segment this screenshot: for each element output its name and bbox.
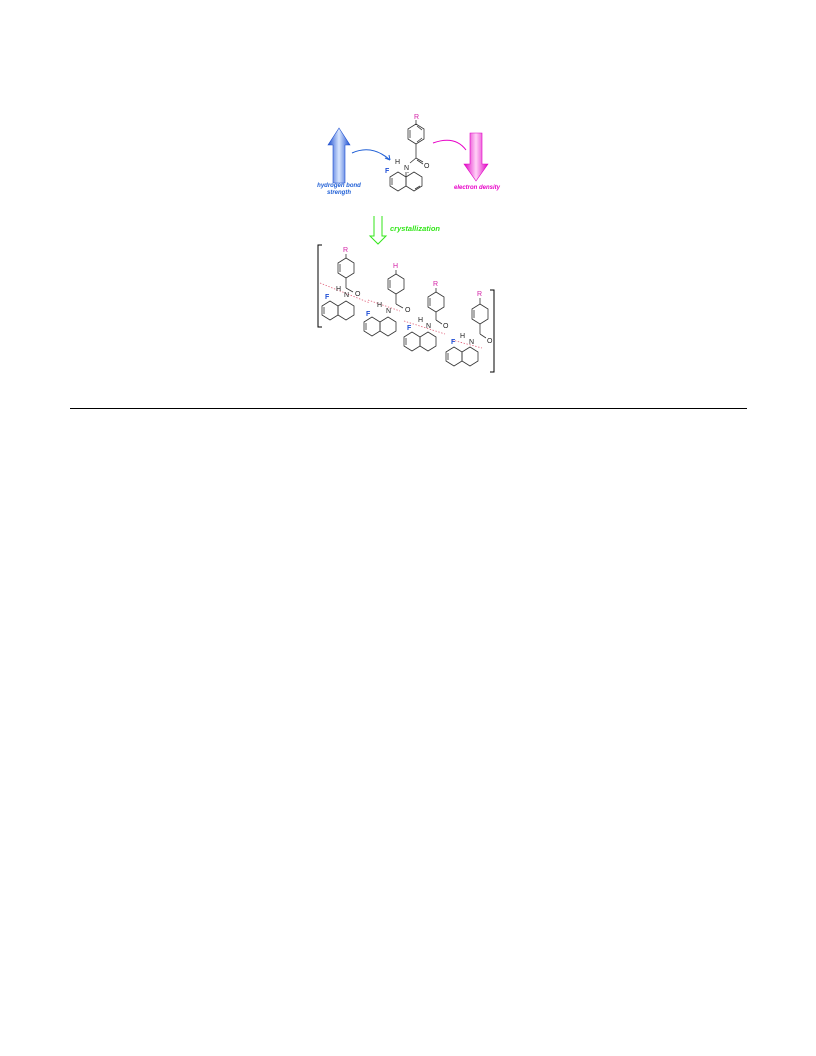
crystallization-arrow xyxy=(368,216,388,245)
svg-text:R: R xyxy=(477,291,482,298)
molecule-unit-2: H O N H F xyxy=(363,263,411,337)
svg-text:R: R xyxy=(433,281,438,288)
svg-text:N: N xyxy=(386,308,391,315)
svg-text:O: O xyxy=(424,163,430,170)
density-curve-arrow xyxy=(432,139,467,151)
svg-text:O: O xyxy=(355,291,361,298)
svg-text:H: H xyxy=(418,317,423,324)
right-bracket xyxy=(490,289,495,373)
svg-text:H: H xyxy=(377,302,382,309)
electron-density-arrow xyxy=(463,132,489,182)
figure-canvas: hydrogen bond strength electron density … xyxy=(317,114,501,373)
svg-text:H: H xyxy=(460,333,465,340)
svg-text:N: N xyxy=(469,339,474,346)
svg-text:F: F xyxy=(325,294,330,301)
horizontal-rule xyxy=(70,408,747,409)
svg-text:O: O xyxy=(405,307,411,314)
hbond-strength-arrow xyxy=(327,127,351,184)
svg-text:F: F xyxy=(385,168,390,175)
svg-text:O: O xyxy=(443,323,449,330)
molecule-unit-3: R O N H F xyxy=(403,281,449,352)
hbond-curve-arrow xyxy=(351,149,391,161)
molecule-unit-1: R O N H F xyxy=(321,247,361,321)
density-label: electron density xyxy=(454,185,501,191)
svg-text:N: N xyxy=(404,165,409,172)
svg-text:H: H xyxy=(336,286,341,293)
svg-text:F: F xyxy=(451,339,456,346)
svg-text:N: N xyxy=(426,323,431,330)
svg-text:O: O xyxy=(487,338,493,345)
svg-text:H: H xyxy=(395,159,400,166)
molecule-unit-4: R O N H F xyxy=(445,291,493,367)
molecule-monomer: R O N H F xyxy=(385,114,430,192)
svg-text:R: R xyxy=(343,247,348,254)
svg-text:F: F xyxy=(407,325,412,332)
svg-text:H: H xyxy=(393,263,398,270)
hbond-label-line2: strength xyxy=(327,190,351,196)
hbond-label-line1: hydrogen bond xyxy=(317,183,361,189)
crystallization-label: crystallization xyxy=(390,224,440,233)
svg-text:F: F xyxy=(366,311,371,318)
svg-text:N: N xyxy=(344,292,349,299)
left-bracket xyxy=(317,244,322,328)
substituent-R: R xyxy=(414,114,419,121)
